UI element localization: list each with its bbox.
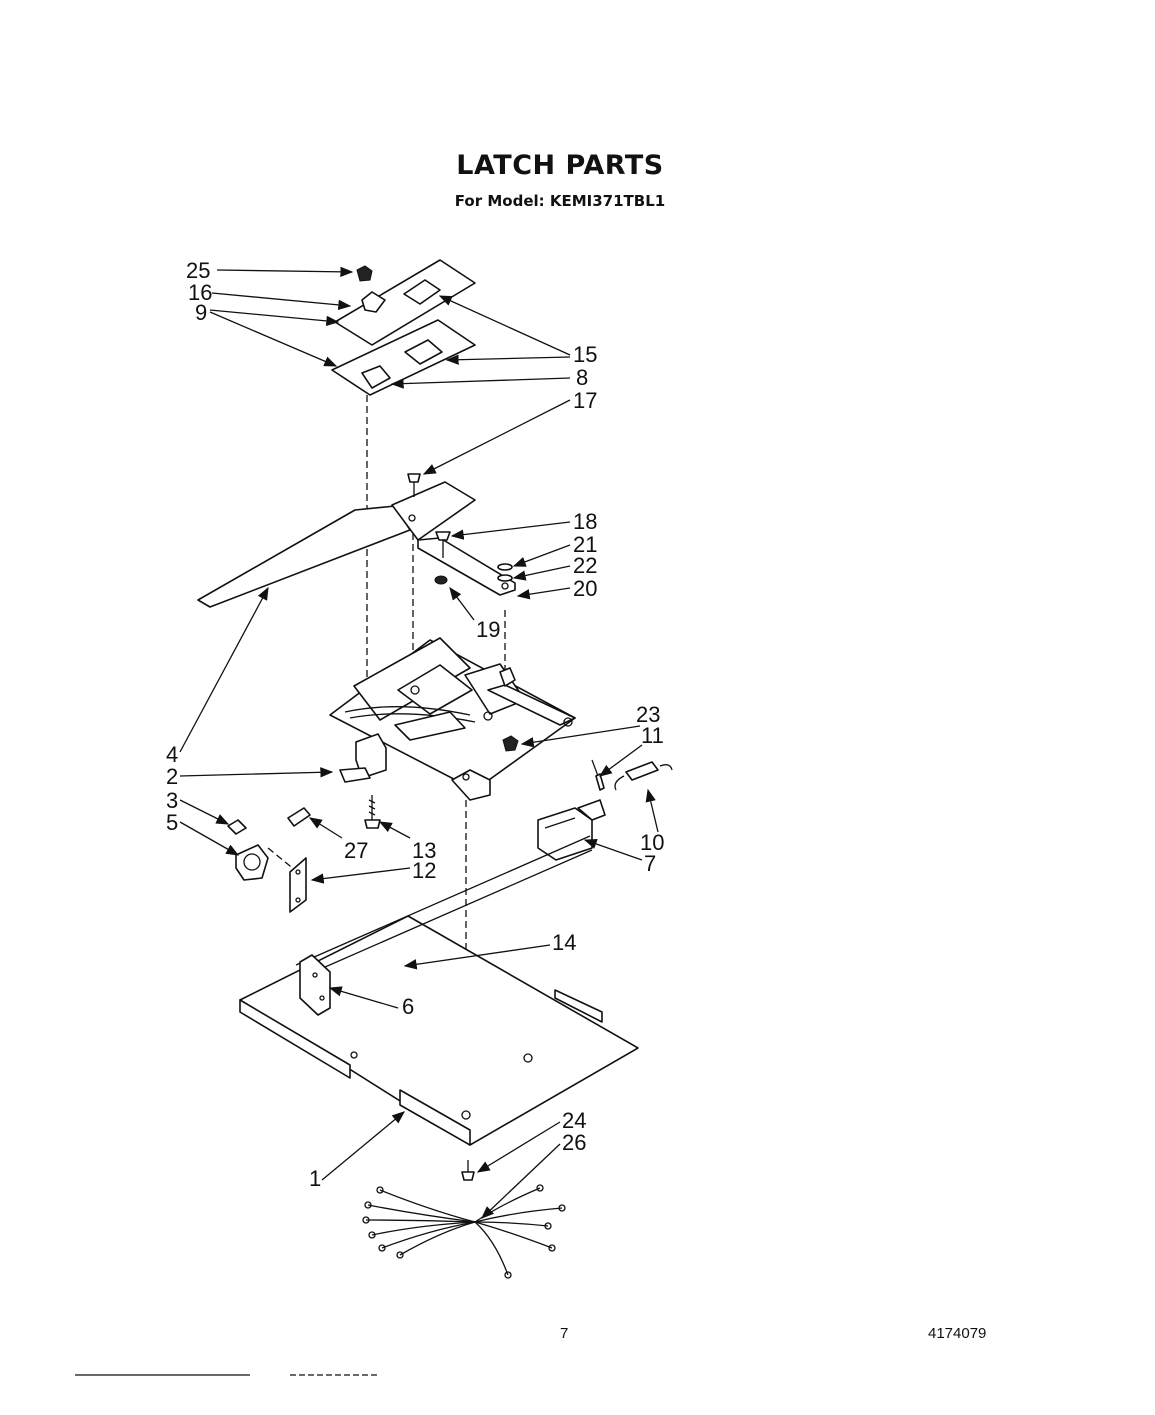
page-title: LATCH PARTS xyxy=(456,150,664,181)
latch-bracket-7 xyxy=(537,799,606,861)
callout-25: 25 xyxy=(186,258,210,283)
callout-12: 12 xyxy=(412,858,436,883)
callout-6: 6 xyxy=(402,994,414,1019)
callout-4: 4 xyxy=(166,742,178,767)
callout-14: 14 xyxy=(552,930,576,955)
switch-plate-upper xyxy=(334,259,476,346)
callout-22: 22 xyxy=(573,553,597,578)
screw-18 xyxy=(435,531,451,558)
wire-harness-26 xyxy=(362,1184,566,1279)
base-plate xyxy=(239,835,639,1146)
callout-18: 18 xyxy=(573,509,597,534)
callout-2: 2 xyxy=(166,764,178,789)
part-5 xyxy=(235,844,269,881)
callout-9: 9 xyxy=(195,300,207,325)
bracket-6 xyxy=(299,954,331,1016)
screw-17 xyxy=(407,473,421,497)
spring-10 xyxy=(614,761,673,791)
callout-23: 23 xyxy=(636,702,660,727)
model-subtitle: For Model: KEMI371TBL1 xyxy=(454,192,666,210)
latch-assembly xyxy=(329,637,576,801)
callout-21: 21 xyxy=(573,532,597,557)
callout-27: 27 xyxy=(344,838,368,863)
callout-26: 26 xyxy=(562,1130,586,1155)
callout-24: 24 xyxy=(562,1108,586,1133)
callout-7: 7 xyxy=(644,851,656,876)
document-number: 4174079 xyxy=(928,1325,987,1342)
screw-13 xyxy=(364,795,381,829)
callout-10: 10 xyxy=(640,830,664,855)
page-number: 7 xyxy=(560,1325,569,1342)
callout-13: 13 xyxy=(412,838,436,863)
callout-11: 11 xyxy=(641,723,664,748)
switch-plate-lower xyxy=(331,319,476,396)
callout-1: 1 xyxy=(309,1166,321,1191)
callout-17: 17 xyxy=(573,388,597,413)
callout-16: 16 xyxy=(188,280,212,305)
callout-20: 20 xyxy=(573,576,597,601)
callout-19: 19 xyxy=(476,617,500,642)
leader-lines xyxy=(179,266,659,1219)
callout-15: 15 xyxy=(573,342,597,367)
callout-5: 5 xyxy=(166,810,178,835)
callout-numbers: 25 16 9 15 8 17 18 21 22 20 19 23 11 4 2… xyxy=(166,258,664,1191)
callout-8: 8 xyxy=(576,365,588,390)
callout-3: 3 xyxy=(166,788,178,813)
actuator-arm xyxy=(197,481,516,608)
